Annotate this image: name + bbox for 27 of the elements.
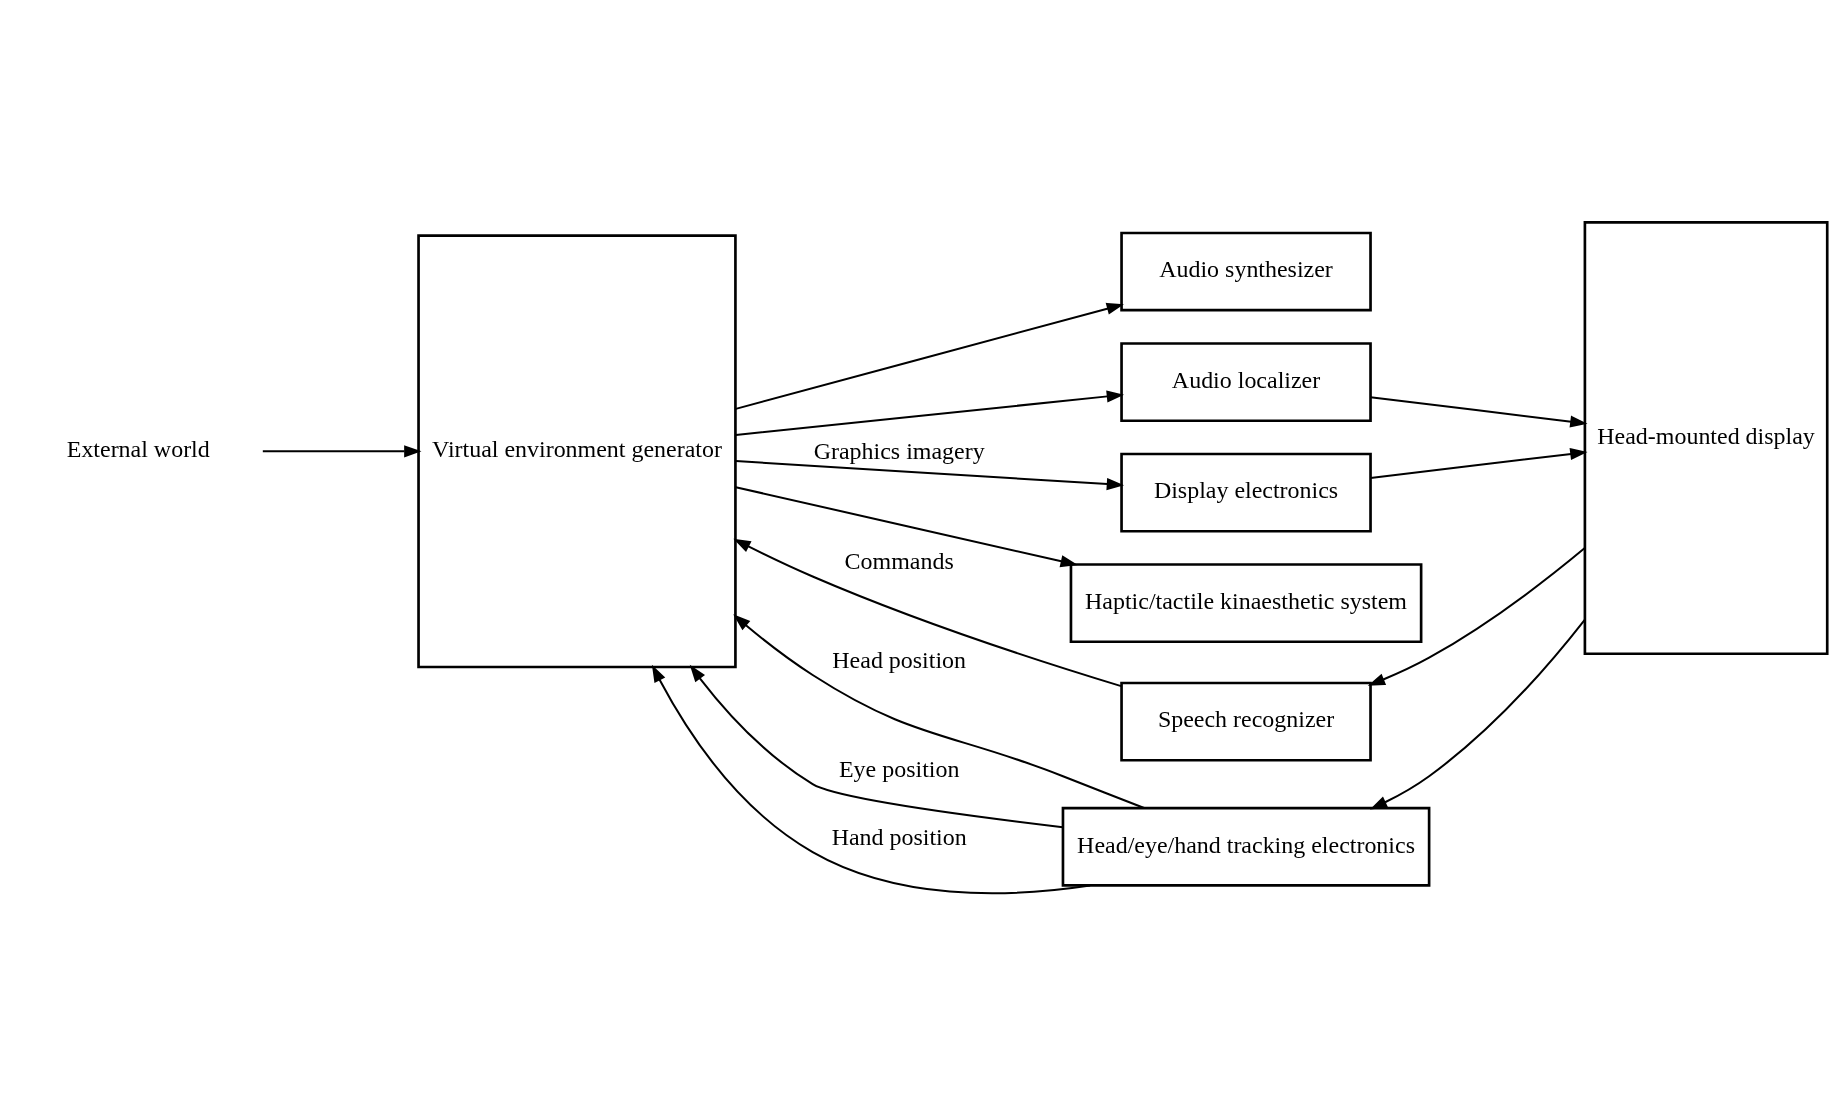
node-box: Speech recognizer	[1120, 681, 1372, 762]
arrow	[733, 538, 1123, 687]
node-box: Head/eye/hand tracking electronics	[1061, 806, 1431, 887]
edge-label: Hand position	[831, 823, 967, 850]
node-box: Display electronics	[1120, 452, 1372, 533]
edge-label: Commands	[844, 547, 954, 574]
node-box: Head-mounted display	[1583, 220, 1829, 655]
edge-label: Head position	[832, 646, 967, 673]
arrow	[689, 664, 1064, 828]
edge-label: Graphics imagery	[813, 437, 985, 464]
node-box: Virtual environment generator	[417, 233, 737, 668]
edge-label: Eye position	[838, 755, 960, 782]
node-box: Audio localizer	[1120, 341, 1372, 422]
arrow	[734, 302, 1124, 410]
arrow	[1369, 395, 1588, 428]
node-box: Haptic/tactile kinaesthetic system	[1069, 562, 1423, 643]
arrow	[734, 389, 1125, 436]
arrow	[261, 444, 422, 457]
node-box: Audio synthesizer	[1120, 231, 1372, 312]
arrow	[734, 459, 1125, 490]
arrow	[651, 664, 1092, 894]
node-text: External world	[66, 435, 210, 462]
arrow	[1367, 546, 1586, 686]
arrow	[734, 485, 1078, 567]
arrow	[1369, 618, 1586, 809]
arrow	[733, 613, 1146, 809]
arrow	[1369, 447, 1588, 479]
